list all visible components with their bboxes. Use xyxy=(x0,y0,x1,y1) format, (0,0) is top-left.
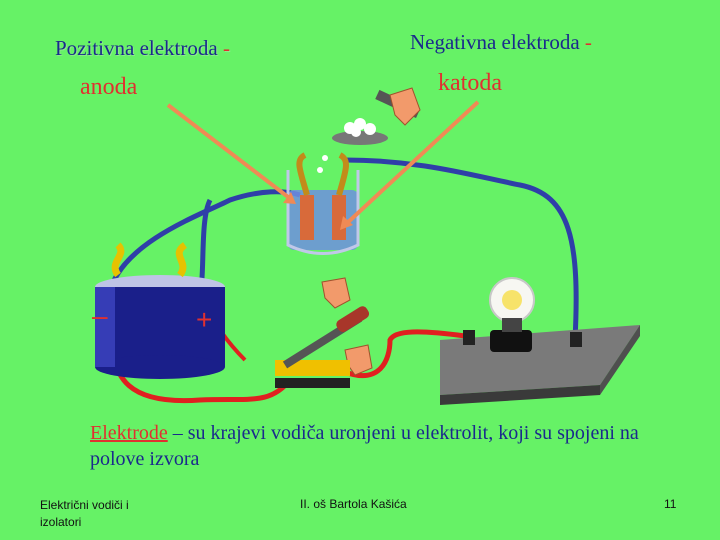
anode-label: anoda xyxy=(80,74,138,100)
negative-dash: - xyxy=(584,30,592,54)
negative-electrode-label: Negativna elektroda - xyxy=(410,30,592,54)
red-wire-right xyxy=(344,329,466,379)
positive-electrode-label: Pozitivna elektroda - xyxy=(55,36,230,60)
definition-text: Elektrode – su krajevi vodiča uronjeni u… xyxy=(90,420,690,472)
plus-sign: + xyxy=(196,304,213,335)
arrow-anoda xyxy=(166,103,296,204)
arrow-katoda xyxy=(340,100,480,230)
beaker xyxy=(286,152,360,255)
knife-switch xyxy=(275,306,370,388)
hand-icon-middle xyxy=(321,277,351,309)
definition-term: Elektrode xyxy=(90,422,168,444)
definition-body: su krajevi vodiča uronjeni u elektrolit,… xyxy=(90,422,639,470)
footer-title: Električni vodiči i izolatori xyxy=(40,498,129,529)
blue-wire-right xyxy=(344,157,579,341)
battery xyxy=(95,242,225,379)
positive-dash: - xyxy=(222,36,230,60)
footer-school: II. oš Bartola Kašića xyxy=(300,497,407,511)
light-bulb-icon xyxy=(489,277,535,332)
hand-icon-top xyxy=(389,87,421,126)
cathode-label: katoda xyxy=(438,70,502,96)
lamp-board xyxy=(440,325,640,405)
definition-dash: – xyxy=(172,422,183,444)
minus-sign: – xyxy=(92,300,108,331)
page-number: 11 xyxy=(664,497,677,511)
